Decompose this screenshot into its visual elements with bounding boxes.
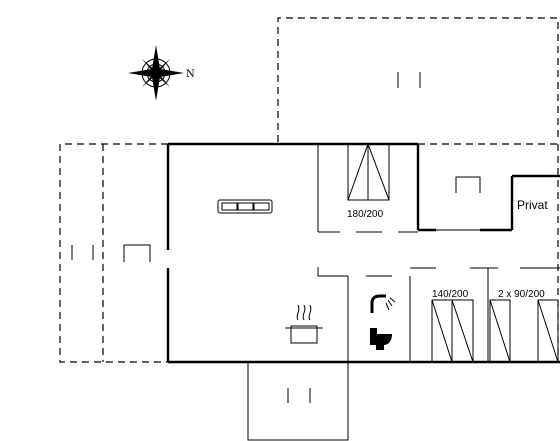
compass-rose-icon <box>128 45 184 101</box>
interior-walls <box>317 144 560 362</box>
terrace-south <box>247 362 349 441</box>
bed-icon <box>489 299 559 363</box>
bed-label-180-200: 180/200 <box>347 209 384 220</box>
compass-north-label: N <box>186 69 195 80</box>
door-symbol-west <box>123 244 151 262</box>
toilet-icon <box>370 328 392 350</box>
terrace-west <box>59 143 168 363</box>
bed-label-2x90-200: 2 x 90/200 <box>498 289 545 300</box>
shower-icon <box>370 294 396 313</box>
sofa-icon <box>217 199 273 214</box>
exterior-walls <box>166 142 560 364</box>
bed-label-140-200: 140/200 <box>432 289 469 300</box>
private-room-label: Privat <box>517 198 548 212</box>
bed-icon <box>347 143 390 201</box>
kitchen-pot-icon <box>285 304 323 344</box>
bed-icon <box>431 299 474 363</box>
door-symbol-hall <box>455 176 481 193</box>
terrace-north <box>277 17 559 142</box>
